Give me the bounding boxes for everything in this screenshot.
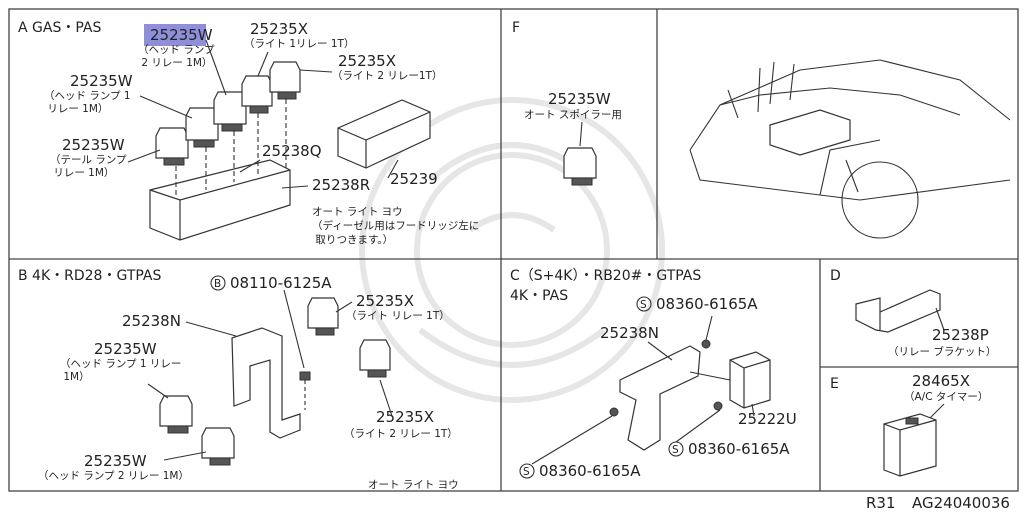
part-number[interactable]: 25222U <box>738 410 797 428</box>
timer-unit-25222u <box>729 351 771 409</box>
panel-f: F 25235W オート スポイラー用 <box>512 20 622 186</box>
bolt-icon <box>299 371 311 410</box>
panel-b-heading: B 4K・RD28・GTPAS <box>18 268 161 284</box>
part-desc: （ライト 2 リレー 1T） <box>344 428 458 440</box>
relay-head-2 <box>213 91 247 132</box>
leader-lines <box>127 39 399 195</box>
screw-icon <box>713 401 723 411</box>
part-number[interactable]: 25235W <box>62 136 125 154</box>
part-desc: （リレー ブラケット） <box>888 345 996 358</box>
part-number[interactable]: 25235X <box>338 52 396 70</box>
footer-model: R31 <box>866 494 896 510</box>
relay-light-1 <box>241 75 273 114</box>
part-desc: （ライト 1リレー 1T） <box>244 38 354 50</box>
part-desc: （ヘッド ランプ 1 リレー 1M） <box>44 90 131 115</box>
part-desc: （ライト リレー 1T） <box>346 310 450 322</box>
footer-code: AG24040036 <box>912 494 1010 510</box>
part-desc: オート スポイラー用 <box>524 109 622 121</box>
relay-light-2 <box>269 61 301 100</box>
install-note: オート ライト ヨウ（ディーゼル用はフードリッジ左に 取りつきます。） <box>312 206 479 246</box>
relay-b-head-2 <box>201 427 235 466</box>
screw-mark: S <box>672 444 679 456</box>
screw-mark: S <box>523 466 530 478</box>
timer-28465x <box>883 413 937 477</box>
relay-cover <box>337 99 431 169</box>
relay-spoiler <box>563 147 597 186</box>
bracket-25238n <box>231 327 301 439</box>
car-view <box>689 59 1011 239</box>
part-number[interactable]: 08360-6165A <box>688 440 790 458</box>
relay-b-light <box>307 297 339 336</box>
highlight-box <box>144 24 206 46</box>
part-number[interactable]: 25235W <box>94 340 157 358</box>
part-desc: （ライト 2 リレー1T） <box>332 70 442 82</box>
leader-lines <box>147 289 393 461</box>
bracket-c <box>619 345 701 451</box>
part-number[interactable]: 25235W <box>70 72 133 90</box>
part-number[interactable]: 08360-6165A <box>656 295 758 313</box>
part-number[interactable]: 25235X <box>356 292 414 310</box>
relay-tail <box>155 127 189 166</box>
part-number[interactable]: 25235W <box>548 90 611 108</box>
part-number[interactable]: 25239 <box>390 170 438 188</box>
part-number[interactable]: 08360-6165A <box>539 462 641 480</box>
bolt-mark: B <box>214 278 221 290</box>
watermark-emblem <box>359 97 665 403</box>
relay-b-head-1 <box>159 395 193 434</box>
part-number[interactable]: 25238R <box>312 176 370 194</box>
part-number[interactable]: 25238Q <box>262 142 322 160</box>
panel-e-heading: E <box>830 376 839 392</box>
part-desc: （ヘッド ランプ 1 リレー 1M） <box>60 358 181 383</box>
part-number[interactable]: 25238N <box>600 324 659 342</box>
screw-mark: S <box>640 299 647 311</box>
part-desc: （テール ランプ リレー 1M） <box>50 154 127 179</box>
screw-icon <box>609 407 619 417</box>
panel-f-heading: F <box>512 20 520 36</box>
relay-block <box>149 159 291 241</box>
panel-a-heading: A GAS・PAS <box>18 20 101 36</box>
relay-b-light-2 <box>359 339 391 378</box>
part-number[interactable]: 28465X <box>912 372 970 390</box>
panel-d-heading: D <box>830 268 841 284</box>
part-number[interactable]: 25235W <box>150 26 213 44</box>
part-desc: （ヘッド ランプ 2 リレー 1M） <box>138 44 215 69</box>
part-number[interactable]: 25235W <box>84 452 147 470</box>
install-note: オート ライト ヨウ <box>368 479 459 491</box>
relay-head-1 <box>185 107 219 148</box>
panel-e: E 28465X （A/C タイマー） <box>830 372 988 477</box>
screw-icon <box>701 339 711 349</box>
panel-frames <box>8 8 1019 492</box>
part-number[interactable]: 25238P <box>932 326 989 344</box>
part-number[interactable]: 25235X <box>250 20 308 38</box>
part-number[interactable]: 08110-6125A <box>230 274 332 292</box>
panel-d: D 25238P （リレー ブラケット） <box>830 268 996 358</box>
panel-b: B 4K・RD28・GTPAS B 08110-6125A 25238N 252… <box>18 268 459 491</box>
bracket-25238p <box>855 289 941 333</box>
part-number[interactable]: 25235X <box>376 408 434 426</box>
part-desc: （ヘッド ランプ 2 リレー 1M） <box>38 470 189 482</box>
outer-frame <box>8 8 1019 492</box>
part-number[interactable]: 25238N <box>122 312 181 330</box>
panel-a: A GAS・PAS 25235W （ヘッド ランプ 2 リレー 1M） 2523… <box>18 20 479 246</box>
part-desc: （A/C タイマー） <box>904 391 988 403</box>
leader-lines <box>531 315 755 465</box>
